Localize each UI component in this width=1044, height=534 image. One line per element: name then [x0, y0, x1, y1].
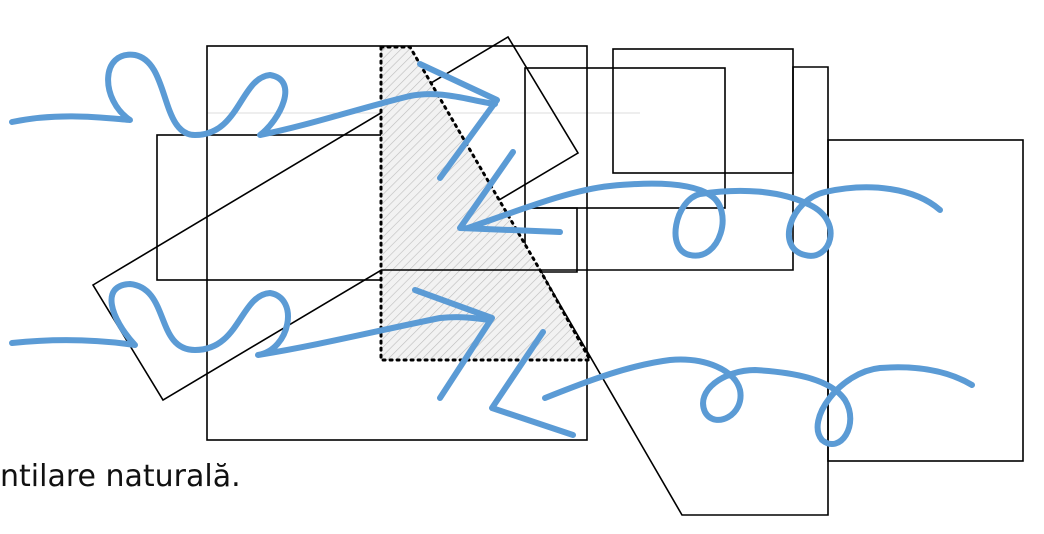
atrium-dotted-outline	[379, 45, 593, 362]
caption-text: ntilare naturală.	[0, 459, 241, 494]
airflow-swirl-lower-right	[542, 356, 975, 447]
building-outline	[91, 35, 1024, 516]
left-low-volume	[156, 134, 388, 281]
arrowhead-upper-right	[457, 149, 563, 235]
airflow-swirl-upper-right	[465, 180, 943, 259]
airflow-swirl-upper-left	[9, 51, 498, 138]
airflow-arrows	[9, 51, 975, 447]
arrowhead-lower-left	[412, 287, 495, 401]
airflow-swirl-lower-left	[9, 281, 493, 358]
rotated-bar	[91, 35, 580, 402]
upper-block	[524, 67, 726, 209]
far-right-volume	[827, 139, 1024, 462]
arrowhead-lower-right	[489, 329, 576, 438]
arrowhead-upper-left	[417, 61, 500, 181]
right-tall-volume	[538, 66, 829, 516]
